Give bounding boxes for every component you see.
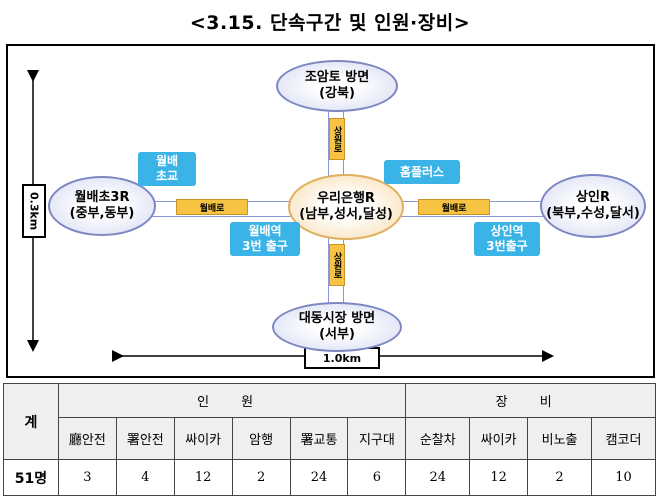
column-header: 순찰차 (405, 417, 471, 460)
column-header: 廳안전 (57, 417, 117, 460)
landmark-bottom-right: 상인역 3번출구 (474, 222, 540, 256)
column-header: 캠코더 (591, 417, 656, 460)
landmark-top-left: 월배 초교 (138, 152, 196, 186)
table-cell: 24 (289, 459, 349, 496)
table-cell: 3 (57, 459, 117, 496)
table-cell: 2 (231, 459, 291, 496)
landmark-top-right: 홈플러스 (384, 160, 460, 184)
road-label-south: 상원로 (329, 244, 345, 286)
column-header: 署교통 (289, 417, 349, 460)
column-header: 署안전 (115, 417, 175, 460)
table-cell: 12 (469, 459, 529, 496)
node-center: 우리은행R (남부,성서,달성) (288, 174, 404, 240)
total-value: 51명 (3, 459, 59, 496)
landmark-bottom-left: 월배역 3번 출구 (230, 222, 300, 256)
table-cell: 12 (173, 459, 233, 496)
page-title: <3.15. 단속구간 및 인원·장비> (189, 12, 471, 34)
column-header: 비노출 (527, 417, 593, 460)
vertical-scale-label: 0.3km (22, 184, 46, 238)
equipment-group-header: 장 비 (405, 383, 656, 418)
road-label-west: 월배로 (176, 199, 248, 215)
node-south: 대동시장 방면 (서부) (272, 302, 402, 352)
node-east: 상인R (북부,수성,달서) (540, 174, 646, 238)
column-header: 지구대 (347, 417, 407, 460)
table-cell: 6 (347, 459, 407, 496)
column-header: 싸이카 (173, 417, 233, 460)
column-header: 암행 (231, 417, 291, 460)
column-header: 싸이카 (469, 417, 529, 460)
staff-equipment-table: 계 인 원 장 비 廳안전 署안전 싸이카 암행 署교통 지구대 순찰차 싸이카… (3, 383, 656, 496)
node-west: 월배초3R (중부,동부) (48, 176, 156, 236)
total-header: 계 (3, 383, 59, 460)
road-label-east: 월배로 (418, 199, 490, 215)
table-cell: 24 (405, 459, 471, 496)
road-label-north: 상원로 (329, 118, 345, 160)
staff-group-header: 인 원 (57, 383, 407, 418)
table-cell: 10 (591, 459, 656, 496)
table-cell: 4 (115, 459, 175, 496)
node-north: 조암토 방면 (강북) (276, 60, 398, 112)
enforcement-map: 0.3km 1.0km 월배로 월배로 상원로 상원로 조암토 방면 (강북) … (6, 44, 655, 378)
table-cell: 2 (527, 459, 593, 496)
